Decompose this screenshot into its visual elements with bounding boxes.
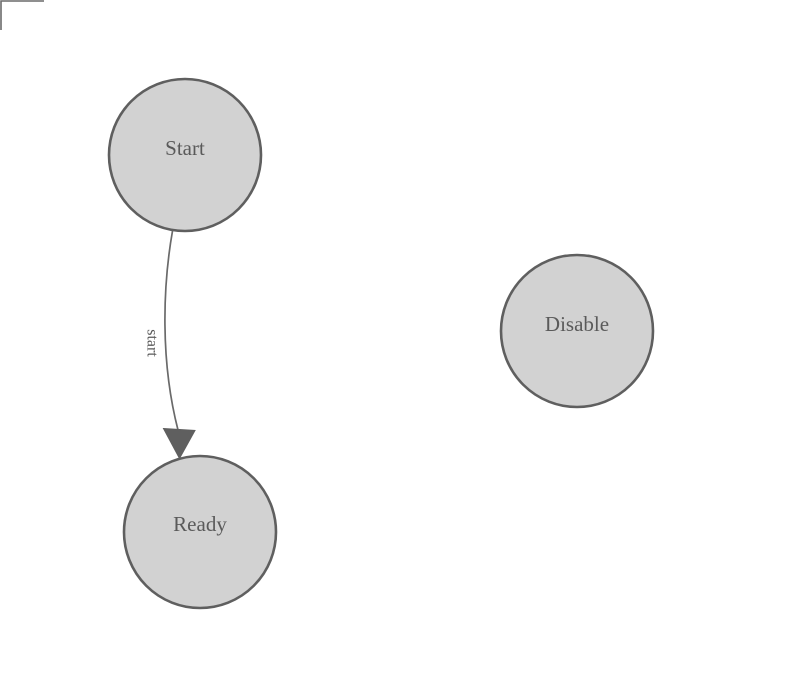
edge-start-to-ready[interactable]: start: [143, 230, 196, 460]
canvas-corner-mark: [0, 0, 44, 30]
node-start-label: Start: [165, 136, 205, 160]
node-disable[interactable]: Disable: [499, 253, 655, 409]
node-ready-circle[interactable]: [122, 454, 278, 610]
edge-label-start: start: [143, 329, 160, 357]
node-ready[interactable]: Ready: [122, 454, 278, 610]
node-ready-label: Ready: [173, 512, 227, 536]
arrowhead-icon: [162, 427, 196, 460]
node-start-circle[interactable]: [107, 77, 263, 233]
node-start[interactable]: Start: [107, 77, 263, 233]
edge-line: [164, 230, 179, 431]
node-disable-label: Disable: [545, 312, 609, 336]
node-disable-circle[interactable]: [499, 253, 655, 409]
